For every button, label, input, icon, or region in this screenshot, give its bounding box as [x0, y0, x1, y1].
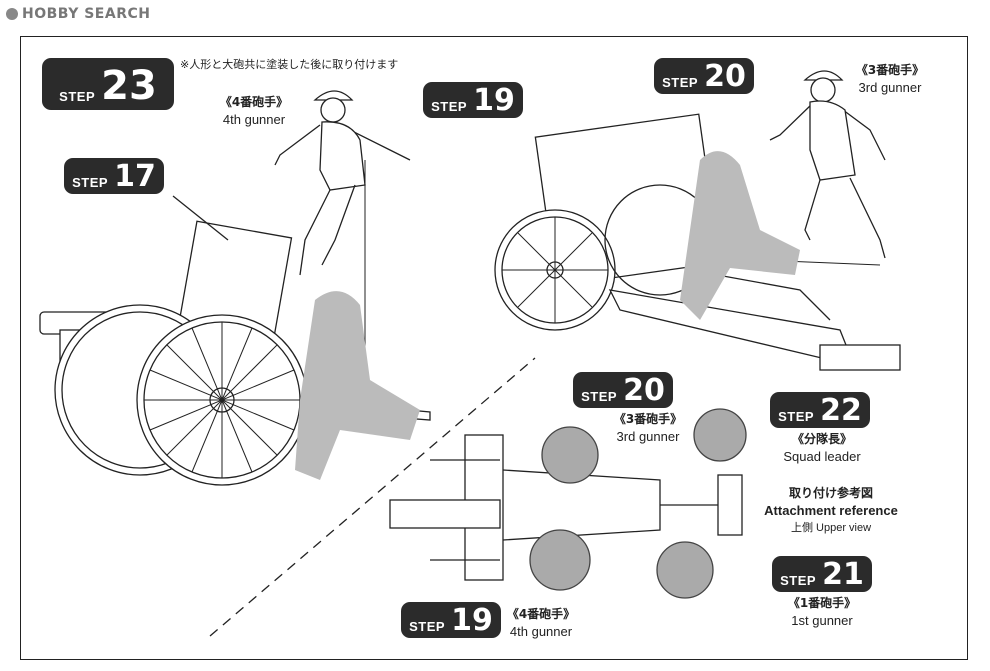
logo-icon: [6, 8, 18, 20]
gunner4-figure-top: [274, 90, 411, 405]
painting-note: ※人形と大砲共に塗装した後に取り付けます: [180, 58, 399, 71]
right-cannon-drawing: [494, 113, 901, 371]
gunner3-figure-top: [769, 70, 886, 259]
label-1st-gunner: 《1番砲手》 1st gunner: [787, 596, 857, 628]
watermark: HOBBY SEARCH: [6, 6, 150, 22]
attachment-reference: 取り付け参考図 Attachment reference 上側 Upper vi…: [764, 486, 898, 534]
label-3rd-gunner-bottom: 《3番砲手》 3rd gunner: [613, 412, 683, 444]
label-3rd-gunner-top: 《3番砲手》 3rd gunner: [855, 63, 925, 95]
label-squad-leader: 《分隊長》 Squad leader: [783, 432, 861, 464]
label-4th-gunner-bottom: 《4番砲手》 4th gunner: [506, 607, 576, 639]
label-4th-gunner-top: 《4番砲手》 4th gunner: [219, 95, 289, 127]
instruction-frame: [20, 36, 968, 660]
left-cannon-drawing: [39, 195, 431, 486]
upper-view-drawing: [389, 408, 747, 599]
divider-line: [209, 357, 536, 637]
